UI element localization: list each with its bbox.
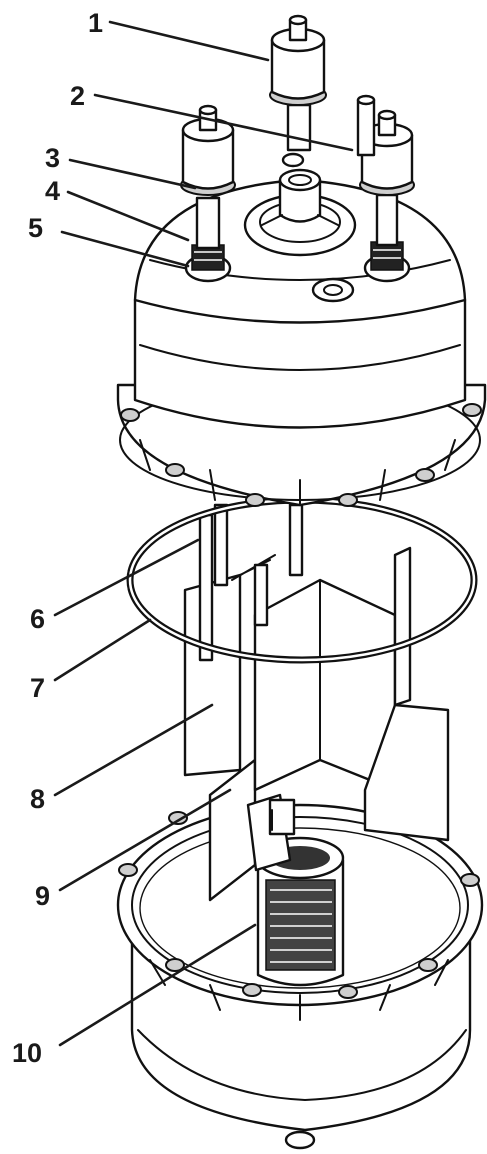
callout-10: 10 [12, 1038, 42, 1068]
callout-5: 5 [28, 213, 43, 243]
callout-3: 3 [45, 143, 60, 173]
callout-7: 7 [30, 673, 45, 703]
leader-lines [53, 20, 354, 1047]
callout-1: 1 [88, 8, 103, 38]
leader-line-3 [68, 158, 197, 190]
leader-line-5 [60, 230, 190, 268]
leader-line-4 [66, 190, 190, 242]
right-terminal-assembly [356, 94, 415, 283]
callout-4: 4 [45, 176, 60, 206]
electrode-plates [183, 503, 450, 842]
leader-line-8 [53, 703, 214, 797]
leader-line-7 [53, 618, 152, 682]
leader-line-9 [58, 788, 232, 892]
callout-numbers: 1 2 3 4 5 6 7 8 9 10 [12, 8, 103, 1068]
callout-9: 9 [35, 881, 50, 911]
callout-2: 2 [70, 81, 85, 111]
leader-line-6 [53, 538, 200, 617]
left-terminal-assembly [180, 104, 236, 283]
callout-8: 8 [30, 784, 45, 814]
leader-line-2 [93, 93, 354, 152]
central-hub [243, 152, 357, 257]
leader-line-1 [108, 20, 270, 62]
flange-bolts-upper [120, 403, 482, 507]
top-terminal [269, 14, 327, 152]
flange-bolts-lower [118, 811, 480, 999]
leader-line-10 [58, 923, 257, 1047]
perforated-cylinder [255, 836, 345, 987]
callout-6: 6 [30, 604, 45, 634]
